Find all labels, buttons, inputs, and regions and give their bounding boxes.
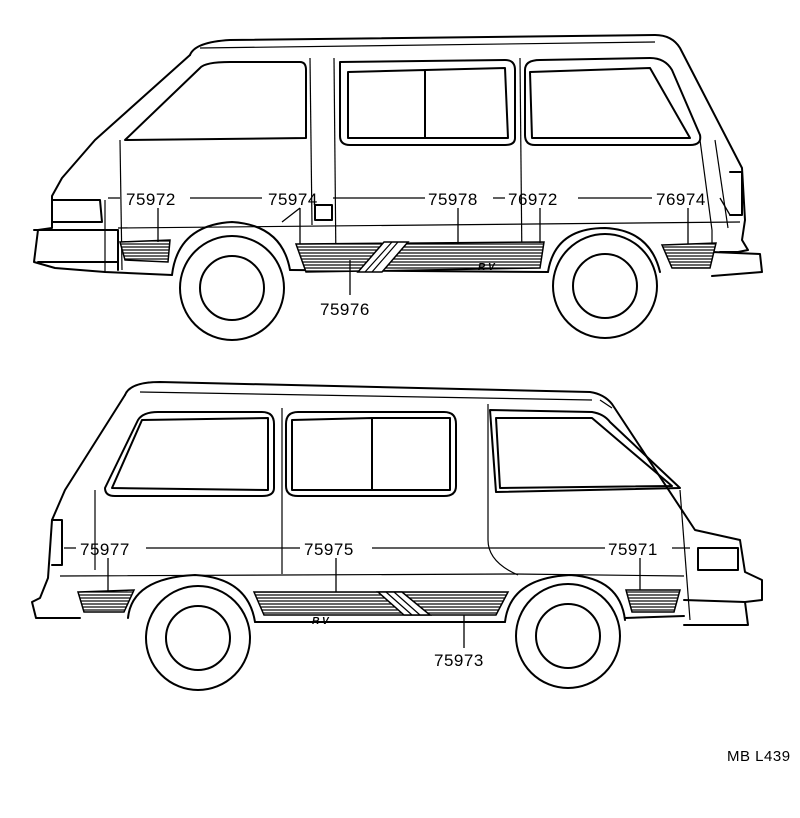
part-number-75977: 75977 (80, 540, 130, 559)
leader-lines-bottom (64, 547, 690, 648)
part-number-75976: 75976 (320, 300, 370, 319)
part-labels-bottom: 75977 75975 75971 75973 (80, 540, 658, 670)
part-number-75978: 75978 (428, 190, 478, 209)
van-top-left-side: R V (33, 34, 763, 341)
part-number-75975: 75975 (304, 540, 354, 559)
drawing-code: MB L439 (727, 748, 791, 765)
part-number-76974: 76974 (656, 190, 706, 209)
part-labels-top: 75972 75974 75978 76972 76974 75976 (126, 190, 706, 319)
leader-lines-top (108, 197, 731, 295)
part-number-75973: 75973 (434, 651, 484, 670)
rv-badge-bottom: R V (312, 616, 330, 627)
van-bottom-right-side: R V (31, 381, 763, 691)
part-number-76972: 76972 (508, 190, 558, 209)
part-number-75971: 75971 (608, 540, 658, 559)
part-number-75974: 75974 (268, 190, 318, 209)
part-number-75972: 75972 (126, 190, 176, 209)
rv-badge-top: R V (478, 262, 496, 273)
